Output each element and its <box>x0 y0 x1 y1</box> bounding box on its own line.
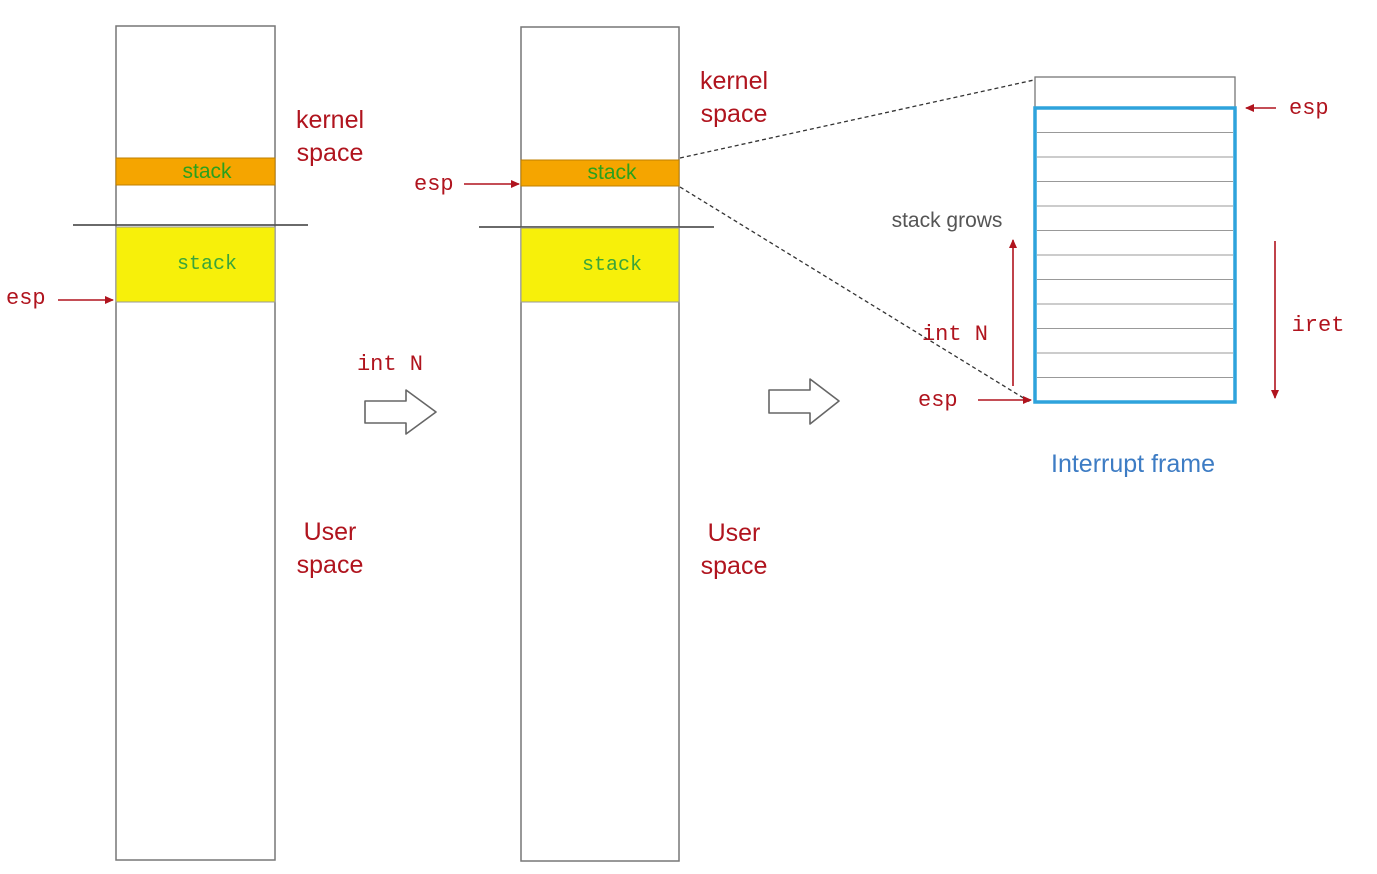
hollow-right-arrow-icon <box>768 378 840 425</box>
zoom-connector-top <box>679 79 1035 159</box>
left-user-stack <box>115 226 276 303</box>
middle-user-space-label-line2: space <box>701 552 768 580</box>
left-kernel-stack <box>115 157 276 186</box>
left-user-space-label: User <box>304 518 357 546</box>
right-int-n-label: int N <box>922 322 988 347</box>
middle-panel: stack stack kernel space User space esp <box>414 26 768 862</box>
left-kernel-stack-label: stack <box>182 160 232 183</box>
interrupt-frame-slots <box>1037 132 1233 378</box>
left-kernel-space-label-line2: space <box>297 139 364 167</box>
middle-kernel-stack <box>520 159 680 187</box>
right-panel: esp stack grows int N esp iret Interrupt… <box>892 76 1345 478</box>
zoom-connector-bottom <box>679 186 1031 403</box>
middle-user-stack <box>520 227 680 303</box>
left-user-stack-label: stack <box>177 253 237 276</box>
left-address-space-column <box>115 25 276 861</box>
middle-address-space-column <box>520 26 680 862</box>
left-user-space-label-line2: space <box>297 551 364 579</box>
middle-user-space-label: User <box>708 519 761 547</box>
left-kernel-space-label: kernel <box>296 106 364 134</box>
interrupt-frame-caption: Interrupt frame <box>1051 450 1215 478</box>
middle-kernel-space-label: kernel <box>700 67 768 95</box>
right-esp-top-label: esp <box>1289 96 1329 121</box>
interrupt-frame-box <box>1033 106 1237 404</box>
right-esp-bottom-label: esp <box>918 388 958 413</box>
transition-int-n: int N <box>357 352 437 435</box>
left-panel: stack stack kernel space User space esp <box>6 25 364 861</box>
middle-kernel-space-label-line2: space <box>701 100 768 128</box>
stack-grows-label: stack grows <box>892 209 1003 232</box>
middle-kernel-stack-label: stack <box>587 161 637 184</box>
iret-label: iret <box>1292 313 1345 338</box>
middle-esp-label: esp <box>414 172 454 197</box>
hollow-right-arrow-icon <box>364 389 437 435</box>
middle-user-stack-label: stack <box>582 254 642 277</box>
transition-instruction-label: int N <box>357 352 423 377</box>
frame-top-empty-slot <box>1034 76 1236 109</box>
left-esp-label: esp <box>6 286 46 311</box>
